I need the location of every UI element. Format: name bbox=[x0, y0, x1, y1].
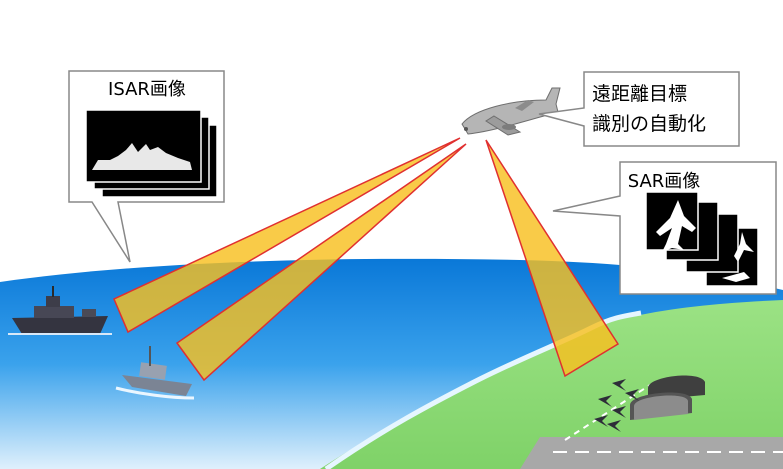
aircraft-callout: 遠距離目標 識別の自動化 bbox=[539, 72, 739, 146]
aircraft-callout-line2: 識別の自動化 bbox=[592, 113, 706, 135]
isar-image-stack bbox=[86, 110, 217, 197]
sar-callout-title: SAR画像 bbox=[628, 171, 701, 192]
isar-callout: ISAR画像 bbox=[69, 71, 224, 262]
aircraft-callout-line1: 遠距離目標 bbox=[592, 83, 687, 105]
aircraft-icon bbox=[462, 88, 560, 135]
isar-callout-title: ISAR画像 bbox=[108, 79, 186, 100]
